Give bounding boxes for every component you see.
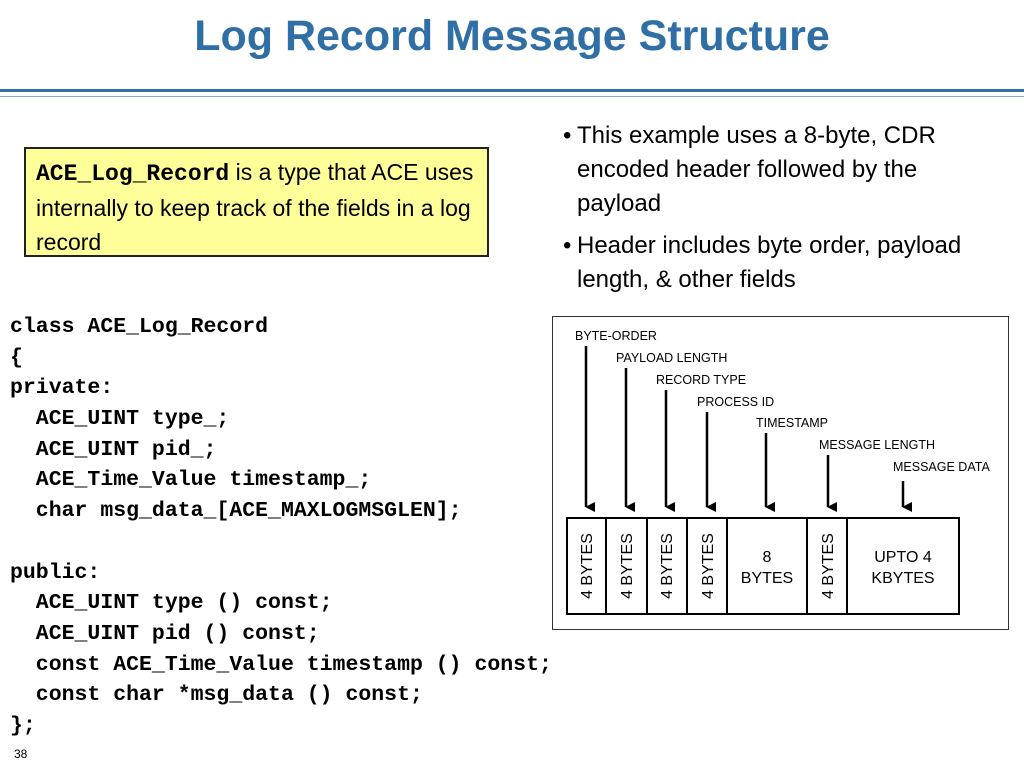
- title-divider: [0, 89, 1024, 92]
- label-process-id: PROCESS ID: [697, 395, 774, 409]
- bullet-item: • Header includes byte order, payload le…: [563, 229, 1003, 297]
- field-row: [566, 517, 960, 615]
- cell-timestamp-unit: BYTES: [741, 570, 793, 587]
- label-message-data: MESSAGE DATA: [893, 460, 990, 474]
- code-line: {: [10, 345, 23, 370]
- bullet-list: • This example uses a 8-byte, CDR encode…: [563, 119, 1003, 305]
- code-line: };: [10, 713, 36, 738]
- label-byte-order: BYTE-ORDER: [575, 329, 657, 343]
- callout-code-term: ACE_Log_Record: [36, 161, 230, 187]
- diagram-canvas: BYTE-ORDER PAYLOAD LENGTH RECORD TYPE PR…: [566, 329, 990, 615]
- code-line: [10, 527, 552, 558]
- code-line: public:: [10, 560, 101, 585]
- bullet-item: • This example uses a 8-byte, CDR encode…: [563, 119, 1003, 221]
- code-line: ACE_UINT pid_;: [10, 437, 217, 462]
- code-line: private:: [10, 376, 114, 401]
- label-payload-length: PAYLOAD LENGTH: [616, 351, 727, 365]
- cell-payload-length-size: 4 BYTES: [619, 533, 636, 599]
- cell-process-id-size: 4 BYTES: [700, 533, 717, 599]
- cell-timestamp-size: 8: [763, 549, 772, 566]
- cell-record-type-size: 4 BYTES: [659, 533, 676, 599]
- page-number: 38: [14, 747, 28, 761]
- code-line: ACE_Time_Value timestamp_;: [10, 468, 372, 493]
- label-message-length: MESSAGE LENGTH: [819, 438, 935, 452]
- cell-byte-order-size: 4 BYTES: [579, 533, 596, 599]
- header-structure-diagram: BYTE-ORDER PAYLOAD LENGTH RECORD TYPE PR…: [552, 316, 1009, 630]
- cell-message-data-unit: KBYTES: [871, 570, 934, 587]
- bullet-text: Header includes byte order, payload leng…: [577, 232, 962, 293]
- code-line: ACE_UINT type () const;: [10, 591, 333, 616]
- callout-box: ACE_Log_Record is a type that ACE uses i…: [24, 147, 489, 257]
- label-record-type: RECORD TYPE: [656, 373, 746, 387]
- code-line: class ACE_Log_Record: [10, 315, 269, 339]
- code-line: const char *msg_data () const;: [10, 683, 423, 708]
- title-divider-thin: [0, 96, 1024, 97]
- bullet-text: This example uses a 8-byte, CDR encoded …: [577, 122, 936, 217]
- code-line: ACE_UINT pid () const;: [10, 621, 320, 646]
- code-line: ACE_UINT type_;: [10, 407, 230, 432]
- code-listing: class ACE_Log_Record { private: ACE_UINT…: [10, 312, 552, 742]
- cell-message-length-size: 4 BYTES: [820, 533, 837, 599]
- callout-text: is a type that ACE uses internally to ke…: [36, 159, 474, 255]
- code-line: char msg_data_[ACE_MAXLOGMSGLEN];: [10, 499, 462, 524]
- slide-title: Log Record Message Structure: [194, 12, 830, 60]
- cell-message-data-size: UPTO 4: [874, 549, 932, 566]
- code-line: const ACE_Time_Value timestamp () const;: [10, 652, 552, 677]
- bullet-marker: •: [563, 122, 572, 149]
- bullet-marker: •: [563, 232, 572, 259]
- label-timestamp: TIMESTAMP: [756, 416, 828, 430]
